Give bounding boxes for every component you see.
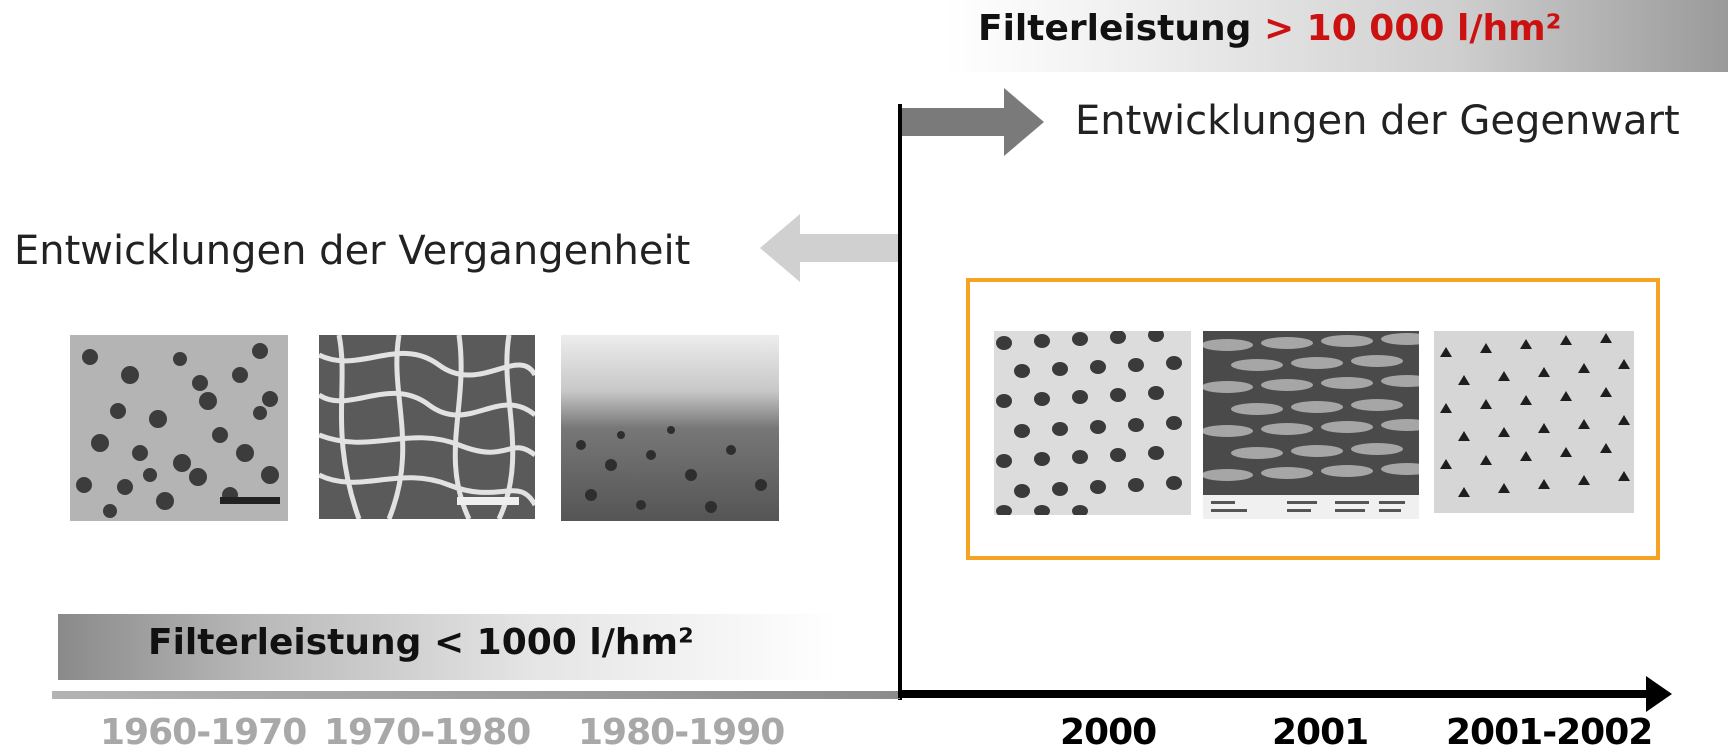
era-divider-line <box>898 104 902 700</box>
bottom-performance-banner <box>58 614 838 680</box>
arrow-right-icon <box>900 88 1044 156</box>
bottom-performance-text: Filterleistung < 1000 l/hm² <box>148 622 694 663</box>
top-performance-label: Filterleistung <box>978 8 1252 49</box>
micrograph-hole-array-icon <box>994 331 1191 515</box>
timeline-axis-present <box>898 690 1658 698</box>
micrograph-fibrous-icon <box>319 335 535 519</box>
micrograph-woven-icon <box>1203 331 1419 519</box>
top-performance-banner <box>945 0 1728 72</box>
heading-present: Entwicklungen der Gegenwart <box>1075 98 1680 144</box>
timeline-arrow-head-icon <box>1646 676 1672 712</box>
heading-past: Entwicklungen der Vergangenheit <box>14 228 691 274</box>
year-label-present: 2000 <box>1060 712 1157 753</box>
micrograph-track-etched-icon <box>70 335 288 521</box>
year-label-past: 1980-1990 <box>578 712 785 753</box>
year-label-present: 2001-2002 <box>1446 712 1653 753</box>
year-label-past: 1970-1980 <box>324 712 531 753</box>
micrograph-pyramidal-pores-icon <box>1434 331 1634 513</box>
top-performance-text: Filterleistung > 10 000 l/hm² <box>978 8 1561 49</box>
present-images-frame <box>966 278 1660 560</box>
timeline-axis-past <box>52 691 900 699</box>
year-label-present: 2001 <box>1272 712 1369 753</box>
micrograph-asymmetric-icon <box>561 335 779 521</box>
arrow-left-icon <box>760 214 900 282</box>
top-performance-value: > 10 000 l/hm² <box>1263 8 1562 49</box>
year-label-past: 1960-1970 <box>100 712 307 753</box>
